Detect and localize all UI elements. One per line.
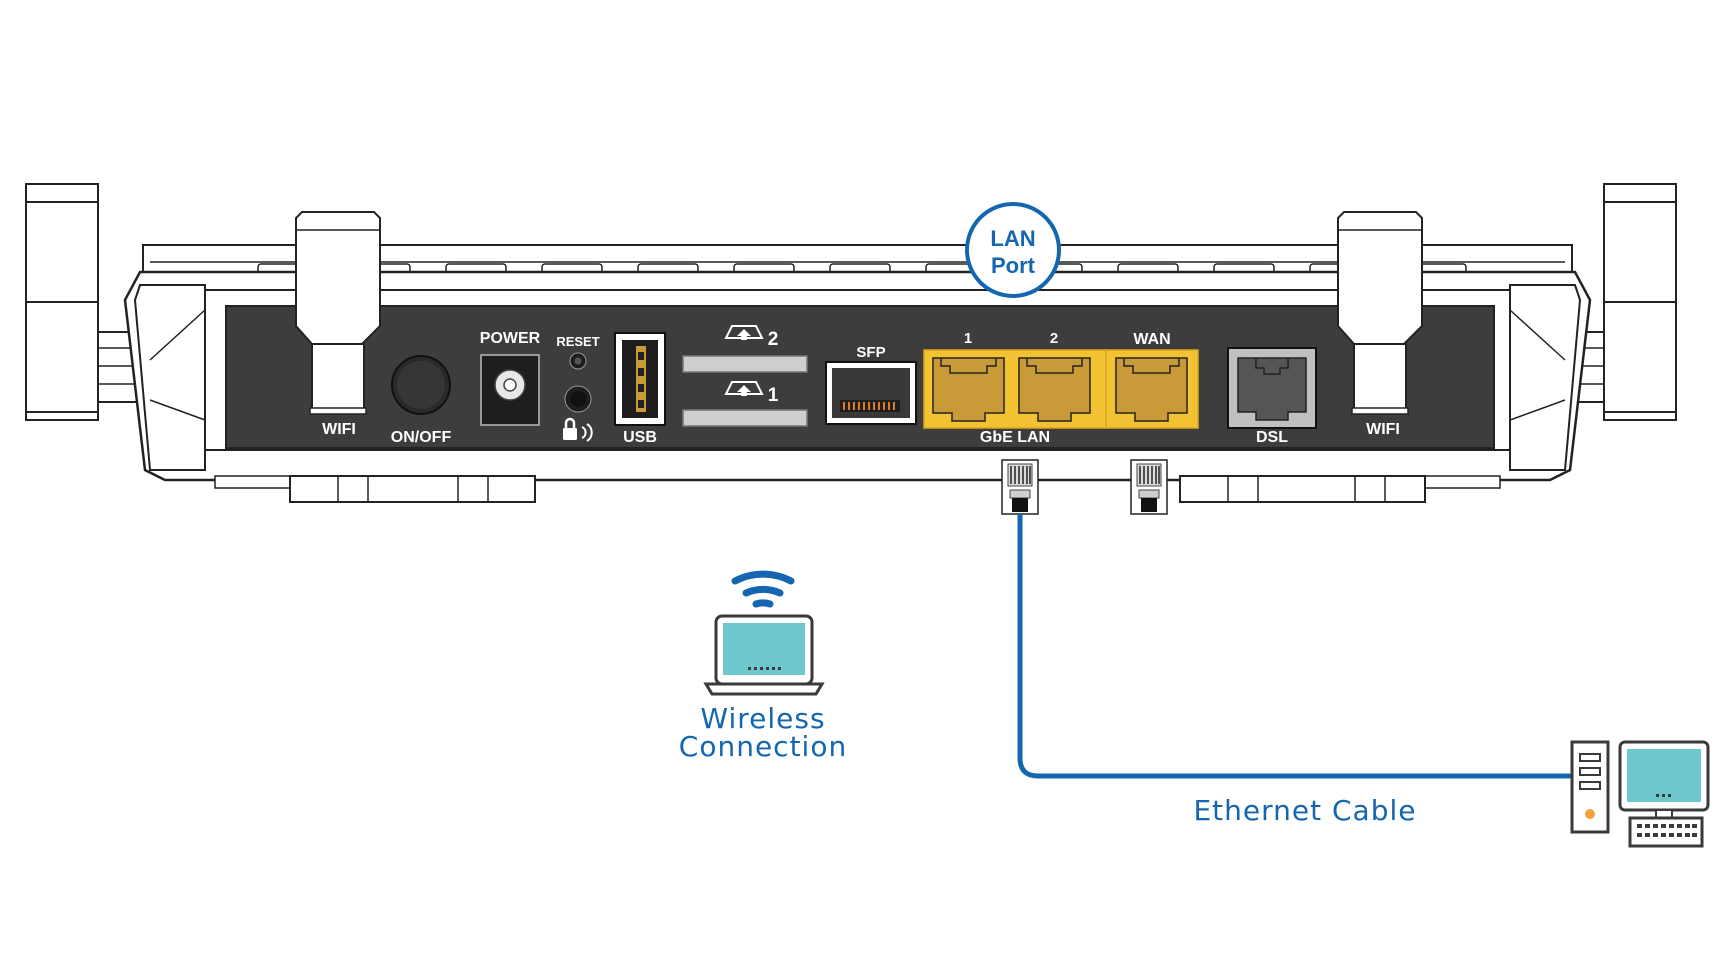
- sfp-label: SFP: [856, 344, 885, 361]
- card-slot-2: [682, 325, 808, 373]
- desktop-computer-icon: [1570, 740, 1710, 848]
- usb-port: [614, 332, 666, 426]
- wan-port: [1105, 349, 1199, 429]
- ethernet-cable: [1017, 514, 1572, 779]
- callout-line-1: LAN: [990, 226, 1035, 251]
- lan-1-label: 1: [964, 330, 972, 347]
- lan-port-2: [1018, 357, 1091, 422]
- card-slot-1: [682, 381, 808, 427]
- right-wifi-antenna: [1337, 211, 1423, 415]
- wifi-left-label: WIFI: [322, 421, 356, 438]
- on-off-label: ON/OFF: [391, 429, 452, 446]
- lan-port-1: [932, 357, 1005, 422]
- left-wifi-antenna: [295, 211, 381, 415]
- lock-icon: [563, 417, 593, 442]
- wireless-label-line-1: Wireless: [700, 702, 825, 735]
- sfp-port: [825, 361, 917, 425]
- wps-button: [564, 385, 592, 413]
- slot-1-label: 1: [768, 385, 779, 406]
- reset-hole: [569, 352, 587, 370]
- wireless-label-line-2: Connection: [679, 730, 847, 763]
- lan-port-callout: LAN Port: [965, 202, 1061, 298]
- usb-label: USB: [623, 429, 657, 446]
- wan-label: WAN: [1133, 331, 1170, 348]
- power-label: POWER: [480, 330, 541, 347]
- callout-line-2: Port: [991, 253, 1036, 278]
- wifi-signal-icon: [731, 570, 795, 608]
- wifi-right-label: WIFI: [1366, 421, 1400, 438]
- dsl-port: [1227, 347, 1317, 429]
- power-jack: [480, 354, 540, 426]
- dsl-label: DSL: [1256, 429, 1288, 446]
- slot-2-label: 2: [768, 329, 779, 350]
- power-switch: [391, 355, 451, 415]
- rj45-plug-wan: [1130, 459, 1168, 515]
- gbe-lan-ports: [923, 349, 1107, 429]
- gbe-lan-label: GbE LAN: [980, 429, 1050, 446]
- laptop-icon: [703, 614, 825, 696]
- reset-label: RESET: [556, 334, 599, 349]
- rj45-plug-lan: [1001, 459, 1039, 515]
- lan-2-label: 2: [1050, 330, 1058, 347]
- ethernet-cable-label: Ethernet Cable: [1193, 794, 1416, 827]
